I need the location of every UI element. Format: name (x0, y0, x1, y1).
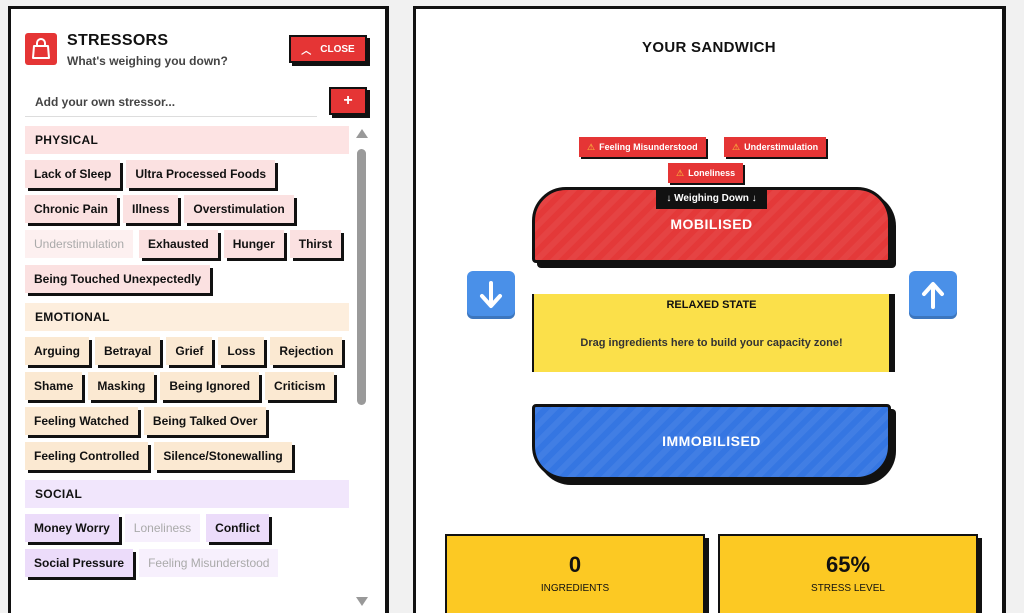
tag-label: Feeling Misunderstood (599, 142, 698, 152)
stress-level-value: 65% (825, 552, 871, 577)
stressor-chip[interactable]: Masking (88, 372, 155, 400)
stressor-chip[interactable]: Being Touched Unexpectedly (25, 265, 211, 293)
close-label: CLOSE (320, 43, 355, 55)
stressors-title: STRESSORS (67, 32, 169, 49)
stressor-chip[interactable]: Feeling Controlled (25, 442, 149, 470)
move-up-button[interactable] (909, 271, 957, 319)
bag-icon (25, 33, 57, 65)
stress-level-label: STRESS LEVEL (811, 583, 885, 594)
sandwich-tag[interactable]: ⚠ Understimulation (724, 137, 827, 157)
stressor-chip[interactable]: Criticism (265, 372, 335, 400)
scroll-thumb[interactable] (357, 149, 366, 405)
stress-level-card: 65% STRESS LEVEL (718, 534, 978, 613)
stressor-chip[interactable]: Silence/Stonewalling (154, 442, 292, 470)
sandwich-tag[interactable]: ⚠ Feeling Misunderstood (579, 137, 706, 157)
relaxed-hint: Drag ingredients here to build your capa… (580, 337, 843, 349)
stressor-chip[interactable]: Grief (166, 337, 213, 365)
add-stressor-input[interactable] (25, 87, 317, 117)
arrow-up-icon (922, 282, 944, 309)
immobilised-label: IMMOBILISED (662, 433, 761, 449)
sandwich-panel: YOUR SANDWICH ⚠ Feeling Misunderstood ⚠ … (413, 6, 1006, 613)
section-header-physical: PHYSICAL (25, 126, 349, 154)
stressor-chip: Loneliness (124, 514, 201, 542)
immobilised-layer[interactable]: IMMOBILISED (532, 404, 891, 480)
sandwich-tag[interactable]: ⚠ Loneliness (668, 163, 744, 183)
warning-icon: ⚠ (732, 141, 741, 152)
arrow-down-icon (480, 281, 502, 308)
stressor-chip: Feeling Misunderstood (139, 549, 279, 577)
stressor-chip[interactable]: Conflict (206, 514, 269, 542)
mobilised-label: MOBILISED (670, 216, 753, 232)
stressor-chip[interactable]: Thirst (289, 230, 342, 258)
stressor-chip[interactable]: Illness (123, 195, 179, 223)
stressor-chip: Understimulation (25, 230, 134, 258)
weighing-down-badge: ↓ Weighing Down ↓ (656, 187, 767, 209)
warning-icon: ⚠ (587, 141, 596, 152)
ingredients-card: 0 INGREDIENTS (445, 534, 705, 613)
stressor-chip[interactable]: Arguing (25, 337, 89, 365)
section-header-emotional: EMOTIONAL (25, 303, 349, 331)
tag-label: Loneliness (688, 168, 736, 178)
stressors-subtitle: What's weighing you down? (67, 54, 228, 68)
stressor-chip[interactable]: Betrayal (95, 337, 161, 365)
ingredients-count: 0 (568, 552, 582, 577)
ingredients-label: INGREDIENTS (540, 583, 610, 594)
stressor-chip[interactable]: Social Pressure (25, 549, 134, 577)
tag-label: Understimulation (744, 142, 819, 152)
stressor-chip[interactable]: Chronic Pain (25, 195, 118, 223)
stressor-chip[interactable]: Money Worry (25, 514, 119, 542)
add-stressor-button[interactable]: + (329, 87, 367, 115)
stressor-chip[interactable]: Ultra Processed Foods (126, 160, 276, 188)
stressor-chip[interactable]: Loss (218, 337, 265, 365)
scroll-up-icon[interactable] (356, 129, 368, 138)
stressors-header: STRESSORS What's weighing you down? ︿ CL… (25, 31, 371, 75)
stressor-list-scrollbar[interactable] (355, 129, 369, 609)
scroll-down-icon[interactable] (356, 597, 368, 606)
close-button[interactable]: ︿ CLOSE (289, 35, 367, 63)
sandwich-title: YOUR SANDWICH (642, 39, 776, 56)
stressor-chip[interactable]: Rejection (270, 337, 343, 365)
stressors-panel: STRESSORS What's weighing you down? ︿ CL… (8, 6, 389, 613)
relaxed-drop-zone[interactable]: RELAXED STATE Drag ingredients here to b… (532, 294, 891, 372)
stressor-chip[interactable]: Hunger (223, 230, 284, 258)
stressor-chip[interactable]: Shame (25, 372, 83, 400)
relaxed-title: RELAXED STATE (666, 299, 757, 311)
chevron-up-icon: ︿ (301, 45, 312, 57)
stressor-chip[interactable]: Lack of Sleep (25, 160, 121, 188)
stressor-chip[interactable]: Exhausted (139, 230, 218, 258)
stressor-chip[interactable]: Being Ignored (160, 372, 260, 400)
stressor-chip[interactable]: Overstimulation (184, 195, 294, 223)
add-stressor-row: + (25, 87, 367, 119)
stressor-chip[interactable]: Feeling Watched (25, 407, 138, 435)
warning-icon: ⚠ (676, 167, 685, 178)
stressor-chip[interactable]: Being Talked Over (143, 407, 267, 435)
move-down-button[interactable] (467, 271, 515, 319)
section-header-social: SOCIAL (25, 480, 349, 508)
